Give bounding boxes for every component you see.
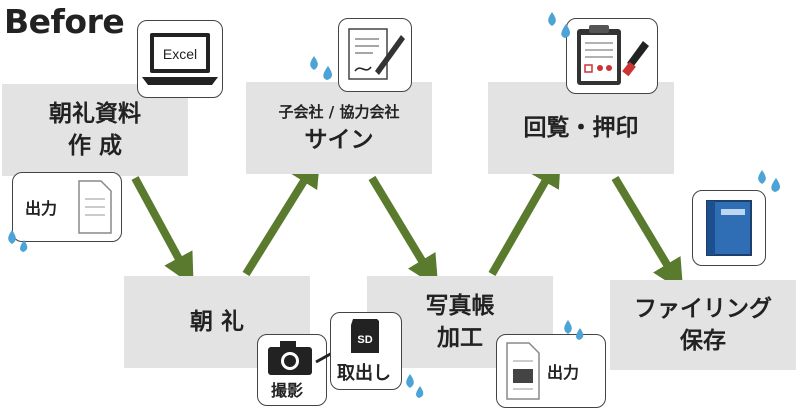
printout-icon <box>506 342 540 400</box>
camera-icon <box>268 341 312 375</box>
print-right-card: 出力 <box>496 334 606 408</box>
step-morning-docs-line1: 朝礼資料 <box>49 101 141 127</box>
step-filing: ファイリング 保存 <box>610 280 796 370</box>
sweat-drops-icon <box>758 170 780 192</box>
sd-label: SD <box>357 334 372 346</box>
arrow-circulate-to-filing <box>611 175 684 292</box>
arrow-ledger-to-circulate <box>488 154 561 276</box>
step-sign: 子会社 / 協力会社 サイン <box>246 82 432 174</box>
step-morning-meeting-line1: 朝 礼 <box>189 309 244 335</box>
step-morning-docs: 朝礼資料 作 成 <box>2 84 188 176</box>
binder-icon <box>706 200 752 256</box>
sweat-drops-icon <box>8 230 28 252</box>
sd-card-icon: SD <box>351 319 379 353</box>
clipboard-stamp-icon <box>577 25 649 85</box>
step-photo-ledger-line2: 加工 <box>437 325 483 351</box>
excel-card: Excel <box>137 20 223 98</box>
arrow-meeting-to-sign <box>242 154 321 277</box>
step-photo-ledger-line1: 写真帳 <box>425 293 495 319</box>
arrow-docs-to-meeting <box>131 176 194 287</box>
sweat-drops-icon <box>548 12 570 38</box>
binder-card <box>692 190 766 266</box>
sign-doc-card <box>338 18 412 92</box>
print-left-card: 出力 <box>12 172 122 242</box>
signature-document-icon <box>348 28 405 80</box>
laptop-icon: Excel <box>142 33 218 85</box>
sweat-drops-icon <box>406 374 424 398</box>
page-title: Before <box>4 2 125 41</box>
camera-card: 撮影 <box>257 334 327 406</box>
step-morning-docs-line2: 作 成 <box>67 133 122 159</box>
step-filing-line1: ファイリング <box>634 296 772 322</box>
print-right-label: 出力 <box>547 363 580 382</box>
print-left-label: 出力 <box>25 199 58 218</box>
step-circulate: 回覧・押印 <box>488 82 674 174</box>
step-sign-sub: 子会社 / 協力会社 <box>278 103 400 121</box>
camera-label: 撮影 <box>271 381 304 400</box>
sweat-drops-icon <box>564 320 584 340</box>
step-filing-line2: 保存 <box>680 328 726 354</box>
arrow-sign-to-ledger <box>368 175 439 288</box>
document-icon <box>78 180 112 234</box>
step-circulate-line1: 回覧・押印 <box>523 115 639 141</box>
sd-caption: 取出し <box>337 363 391 384</box>
excel-label: Excel <box>163 46 197 62</box>
sweat-drops-icon <box>310 56 332 80</box>
sd-card: SD 取出し <box>330 312 402 390</box>
step-sign-main: サイン <box>304 127 374 153</box>
clipboard-card <box>566 18 658 94</box>
